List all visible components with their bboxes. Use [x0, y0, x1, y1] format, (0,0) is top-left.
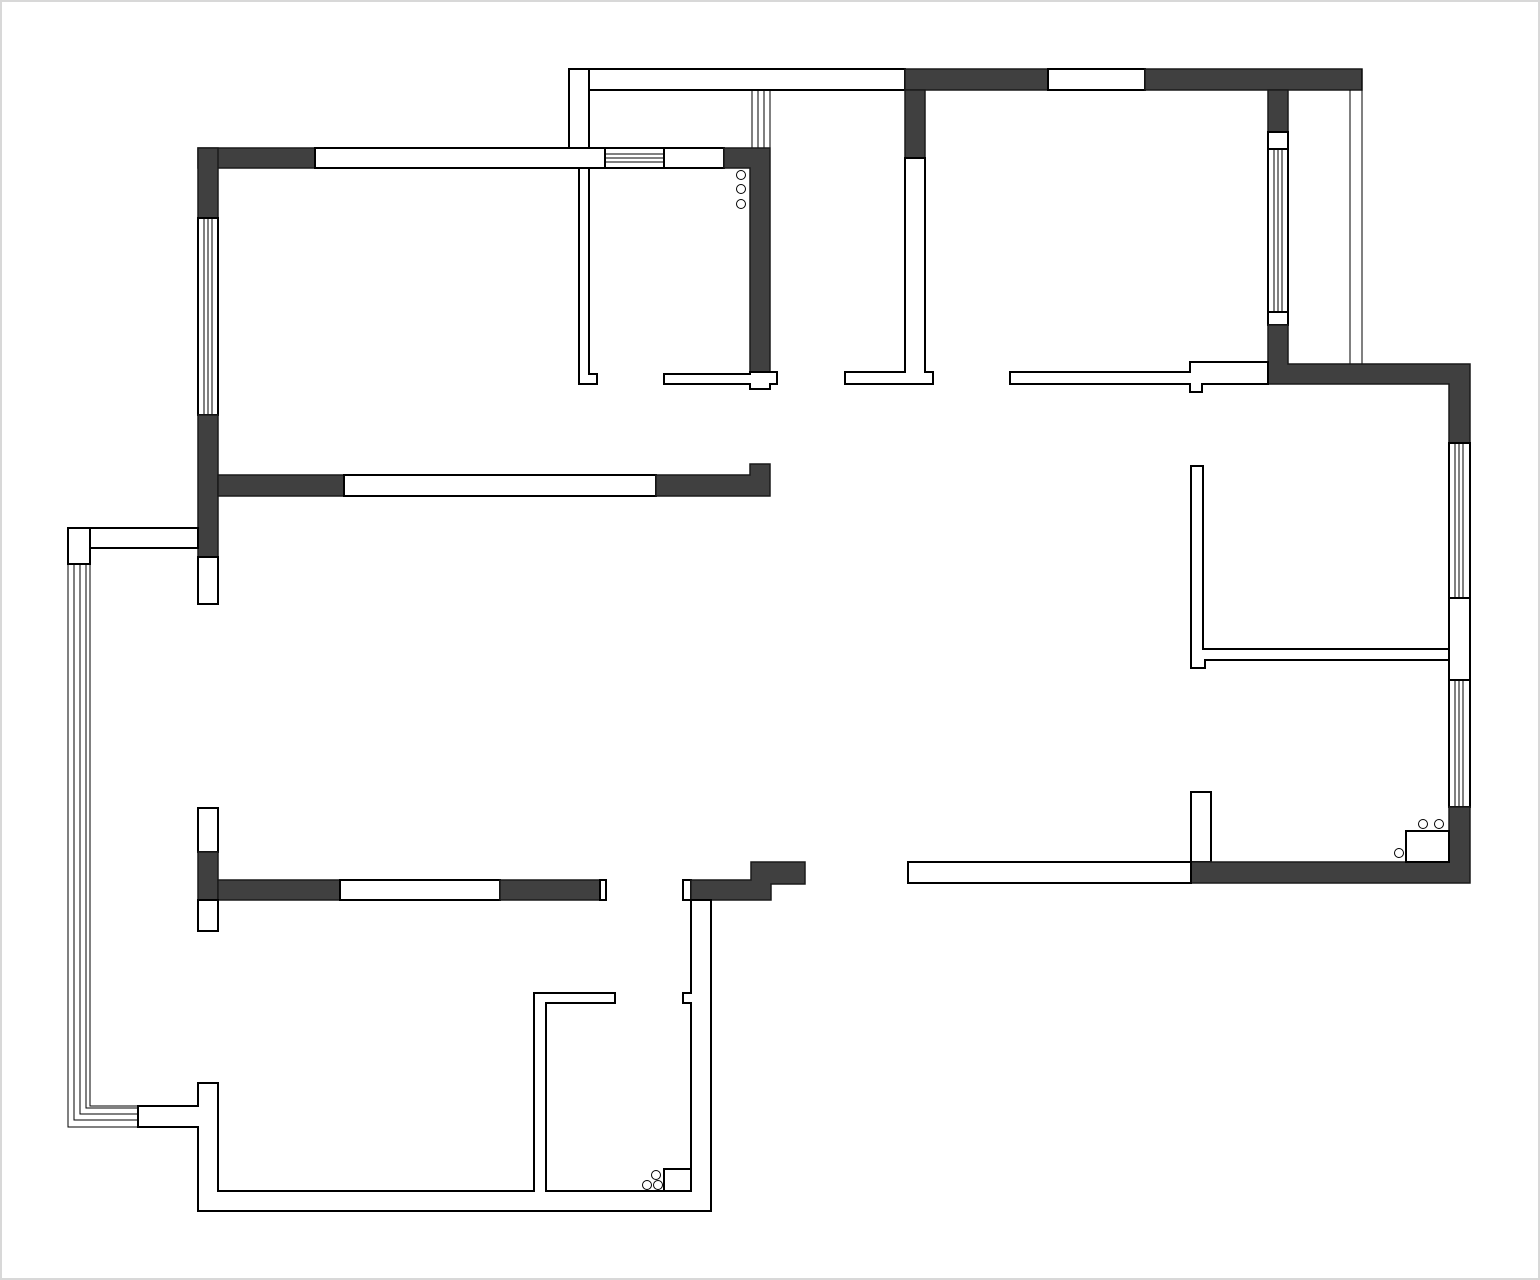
pipe-icon	[736, 184, 746, 194]
structural-wall	[197, 414, 219, 558]
structural-wall	[904, 68, 1049, 91]
partition-wall	[578, 167, 598, 385]
partition-wall	[343, 474, 657, 497]
structural-wall	[1144, 68, 1363, 91]
balcony-rail	[67, 527, 91, 565]
window	[1047, 68, 1146, 91]
window-frame	[1267, 131, 1289, 150]
balcony-rail	[568, 68, 590, 149]
bedroom-top-right	[844, 68, 1471, 444]
shaft	[1405, 830, 1450, 863]
pipe-icon	[653, 1180, 663, 1190]
structural-wall	[904, 89, 926, 159]
window	[339, 879, 501, 901]
structural-wall	[690, 861, 806, 901]
partition-wall	[314, 147, 606, 169]
structural-wall	[217, 474, 345, 497]
room-right-middle	[1190, 442, 1471, 808]
pipe-icon	[736, 199, 746, 209]
structural-wall	[499, 879, 601, 901]
partition-wall	[197, 807, 219, 853]
pipe-icon	[1434, 819, 1444, 829]
partition-wall	[663, 371, 778, 390]
partition-wall	[907, 861, 1192, 884]
structural-wall	[1267, 89, 1289, 133]
balcony-left	[67, 527, 199, 1128]
pipe-icon	[651, 1170, 661, 1180]
partition-wall	[197, 899, 219, 932]
partition-wall	[682, 879, 692, 901]
pipe-icon	[1394, 848, 1404, 858]
partition-wall	[844, 157, 934, 385]
room-right-bottom	[907, 791, 1471, 884]
window-frame	[1267, 311, 1289, 326]
room-bottom-left	[137, 861, 806, 1212]
pipe-icon	[1418, 819, 1428, 829]
partition-wall	[1009, 361, 1269, 393]
pipe-icon	[642, 1180, 652, 1190]
partition-wall	[599, 879, 607, 901]
bathroom-top	[568, 68, 906, 390]
pipe-icon	[736, 170, 746, 180]
partition-wall	[1190, 791, 1212, 863]
window-frame	[1448, 597, 1471, 681]
structural-wall	[197, 147, 219, 219]
partition-wall	[663, 147, 725, 169]
partition-wall	[1190, 465, 1450, 669]
wall-bottom-middle	[197, 807, 607, 932]
shaft	[663, 1168, 692, 1192]
structural-wall	[217, 879, 341, 901]
structural-wall	[197, 851, 219, 901]
partition-wall	[197, 556, 219, 605]
balcony-rail	[568, 68, 906, 91]
structural-wall	[655, 463, 771, 497]
